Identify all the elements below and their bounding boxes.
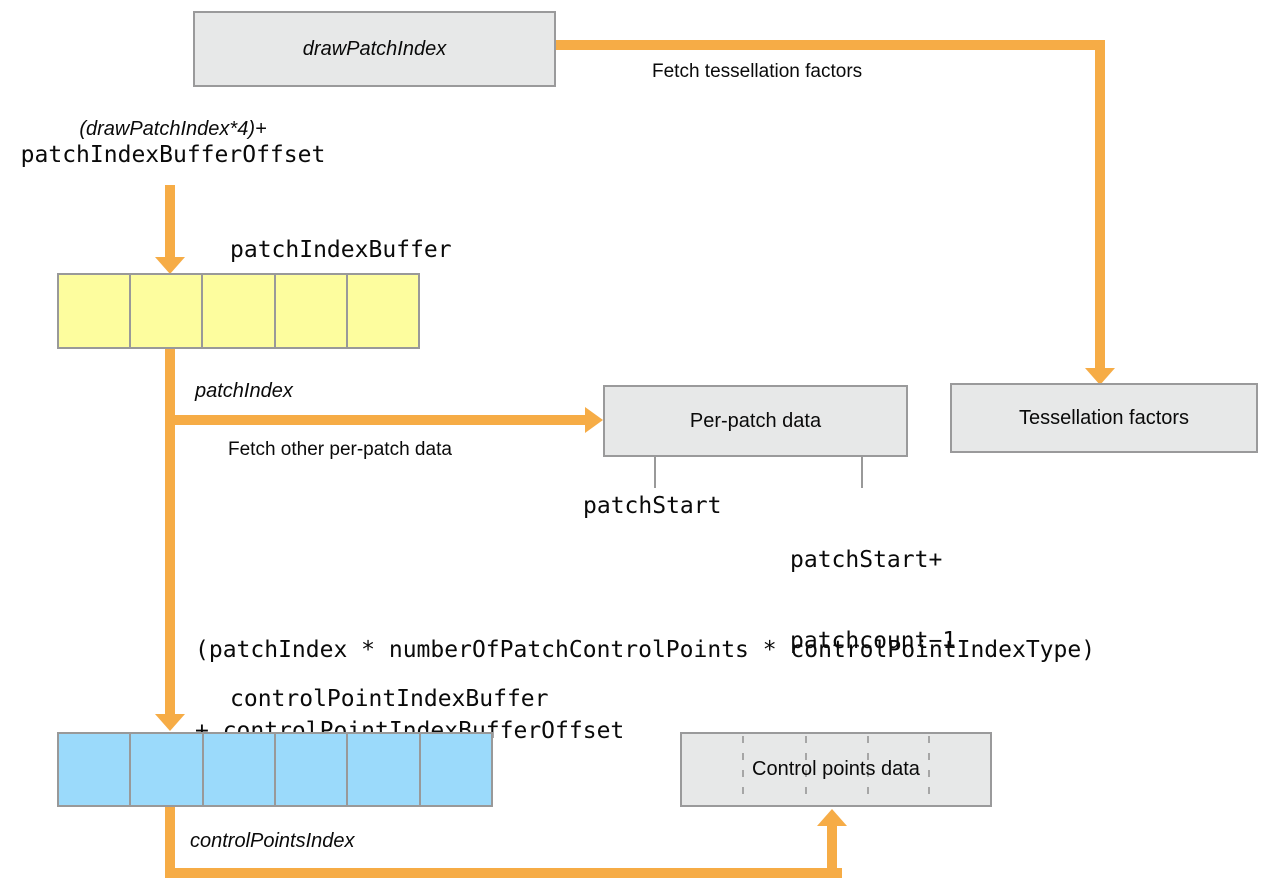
patch-index-buffer-label: patchIndexBuffer bbox=[230, 237, 452, 263]
arrow-segment-top-vertical bbox=[1095, 40, 1105, 368]
buffer-cell bbox=[59, 275, 132, 347]
fetch-other-per-patch-data-label: Fetch other per-patch data bbox=[228, 439, 452, 460]
dashed-divider bbox=[805, 736, 807, 803]
control-points-data-label: Control points data bbox=[752, 758, 920, 780]
buffer-cell bbox=[275, 275, 348, 347]
buffer-cell bbox=[59, 734, 132, 805]
control-points-data-node: Control points data bbox=[680, 732, 992, 807]
buffer-cell bbox=[420, 734, 491, 805]
buffer-cell bbox=[348, 734, 421, 805]
buffer-cell bbox=[203, 734, 276, 805]
per-patch-data-node: Per-patch data bbox=[603, 385, 908, 457]
arrow-segment-bottom-horizontal bbox=[165, 868, 842, 878]
patch-end-tick bbox=[861, 457, 863, 488]
control-point-index-buffer-label: controlPointIndexBuffer bbox=[230, 686, 549, 712]
buffer-cell bbox=[131, 734, 204, 805]
arrow-segment-to-patch-index-buffer bbox=[165, 185, 175, 257]
per-patch-data-label: Per-patch data bbox=[689, 409, 822, 432]
buffer-cell bbox=[347, 275, 419, 347]
arrowhead-up-icon bbox=[817, 809, 847, 826]
arrowhead-down-icon bbox=[155, 714, 185, 731]
patch-start-label: patchStart bbox=[583, 493, 722, 519]
patch-start-tick bbox=[654, 457, 656, 488]
patch-end-line1: patchStart+ bbox=[790, 547, 943, 573]
patch-index-buffer bbox=[57, 273, 420, 349]
arrowhead-down-icon bbox=[155, 257, 185, 274]
arrowhead-right-icon bbox=[585, 407, 603, 433]
patch-end-label: patchStart+ patchcount−1 bbox=[790, 493, 956, 709]
arrow-segment-below-buffer bbox=[165, 807, 175, 878]
fetch-tessellation-factors-label: Fetch tessellation factors bbox=[652, 61, 863, 82]
arrow-segment-bottom-vertical bbox=[827, 826, 837, 878]
tessellation-factors-label: Tessellation factors bbox=[1018, 406, 1190, 429]
patch-index-label: patchIndex bbox=[195, 380, 293, 402]
buffer-cell bbox=[203, 275, 276, 347]
dashed-divider bbox=[928, 736, 930, 803]
dashed-divider bbox=[867, 736, 869, 803]
control-points-index-label: controlPointsIndex bbox=[190, 830, 355, 852]
dashed-divider bbox=[742, 736, 744, 803]
control-point-formula: (patchIndex * numberOfPatchControlPoints… bbox=[195, 583, 1095, 799]
draw-offset-annotation: (drawPatchIndex*4)+ patchIndexBufferOffs… bbox=[18, 117, 328, 169]
arrow-segment-top-horizontal bbox=[556, 40, 1105, 50]
arrow-segment-main-vertical bbox=[165, 349, 175, 715]
tessellation-factors-node: Tessellation factors bbox=[950, 383, 1258, 453]
draw-patch-index-node: drawPatchIndex bbox=[193, 11, 556, 87]
buffer-cell bbox=[275, 734, 349, 805]
patch-end-line2: patchcount−1 bbox=[790, 628, 957, 654]
control-point-index-buffer bbox=[57, 732, 493, 807]
buffer-cell bbox=[131, 275, 204, 347]
control-point-formula-line1: (patchIndex * numberOfPatchControlPoints… bbox=[195, 637, 1096, 663]
draw-patch-index-label: drawPatchIndex bbox=[302, 37, 447, 60]
draw-offset-line1: (drawPatchIndex*4)+ bbox=[79, 118, 267, 140]
draw-offset-line2: patchIndexBufferOffset bbox=[20, 142, 326, 168]
arrowhead-down-icon bbox=[1085, 368, 1115, 385]
arrow-segment-branch-horizontal bbox=[165, 415, 585, 425]
